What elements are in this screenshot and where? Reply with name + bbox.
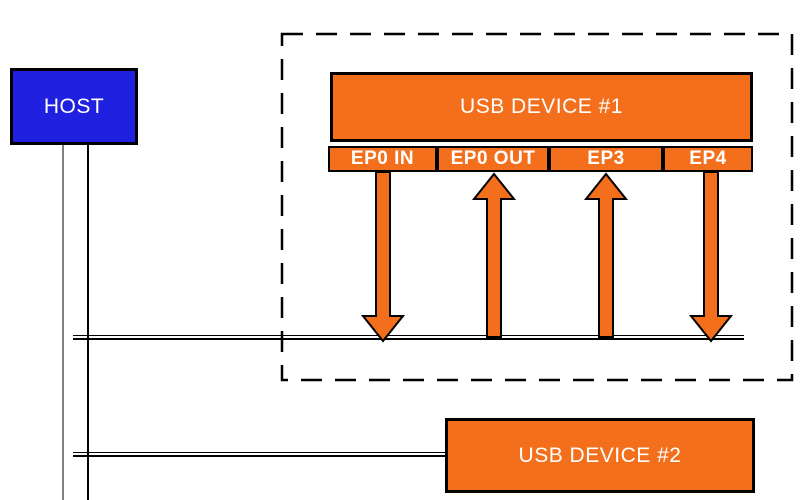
host-box: HOST <box>10 68 138 145</box>
ep0-out-up-arrow <box>471 172 517 338</box>
endpoint-ep3-label: EP3 <box>587 148 625 169</box>
endpoint-ep0-in: EP0 IN <box>328 146 437 172</box>
endpoint-ep0-out: EP0 OUT <box>437 146 549 172</box>
bus-line-device2 <box>73 452 445 457</box>
endpoint-ep3: EP3 <box>549 146 663 172</box>
ep4-down-arrow <box>688 171 734 343</box>
usb-device-2-box: USB DEVICE #2 <box>445 418 755 493</box>
endpoint-ep4-label: EP4 <box>689 148 727 169</box>
usb-device-1-box: USB DEVICE #1 <box>330 72 753 142</box>
endpoint-ep0-in-label: EP0 IN <box>350 148 415 169</box>
usb-device-2-label: USB DEVICE #2 <box>518 443 682 467</box>
endpoint-ep4: EP4 <box>663 146 753 172</box>
ep0-in-down-arrow <box>360 171 406 343</box>
host-label: HOST <box>43 94 105 118</box>
bus-line-device1 <box>73 335 744 340</box>
host-bus-vertical-line-right <box>87 145 89 500</box>
host-bus-vertical-line-left <box>62 145 64 500</box>
usb-device-1-label: USB DEVICE #1 <box>460 95 623 118</box>
endpoint-ep0-out-label: EP0 OUT <box>450 148 536 169</box>
ep3-up-arrow <box>583 172 629 338</box>
